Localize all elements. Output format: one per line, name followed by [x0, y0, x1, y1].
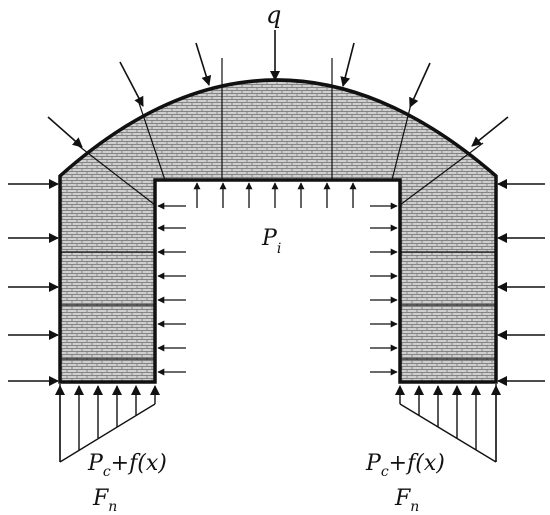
internal-pressure-arrows [157, 182, 398, 376]
label-right-pc-main: P [365, 451, 382, 476]
external-side-pressure-arrows [8, 179, 545, 386]
label-pi-sub: i [277, 241, 281, 257]
label-q: q [266, 1, 281, 29]
label-left-pc-fx: Pc+f(x) [87, 451, 167, 480]
left-base-reaction [55, 384, 160, 463]
label-right-pc-sub: c [381, 464, 389, 480]
lining-joints [60, 58, 496, 360]
label-left-pc-sub: c [103, 464, 111, 480]
tunnel-lining [58, 78, 498, 384]
label-right-pc-rest: +f(x) [389, 451, 445, 476]
label-right-fn-main: F [394, 486, 411, 511]
label-left-fn-sub: n [108, 499, 117, 515]
label-left-fn-main: F [92, 486, 109, 511]
label-right-pc-fx: Pc+f(x) [365, 451, 445, 480]
label-left-fn: Fn [92, 486, 117, 515]
label-right-fn: Fn [394, 486, 419, 515]
label-left-pc-main: P [87, 451, 104, 476]
label-right-fn-sub: n [410, 499, 419, 515]
label-pi: Pi [261, 226, 281, 257]
top-load-arrows [47, 30, 509, 148]
label-left-pc-rest: +f(x) [111, 451, 167, 476]
right-base-reaction [395, 384, 501, 463]
label-pi-main: P [261, 226, 278, 251]
